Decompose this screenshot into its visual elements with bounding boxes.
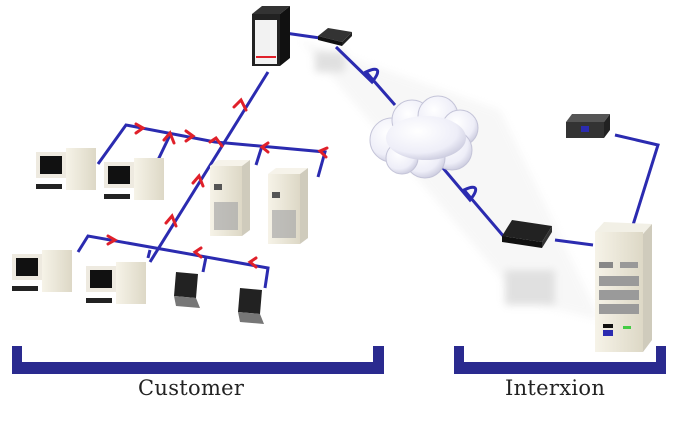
interxion-router-icon[interactable] <box>502 220 552 248</box>
server-2-icon[interactable] <box>268 168 308 244</box>
laptop-2-icon[interactable] <box>238 288 264 324</box>
arrow-icon <box>134 122 146 135</box>
router-icon[interactable] <box>318 28 352 46</box>
desktop-3-icon[interactable] <box>12 250 72 292</box>
links <box>76 31 660 289</box>
arrow-icon <box>317 146 329 159</box>
customer-bracket <box>12 346 384 374</box>
link-rack-router2 <box>614 133 660 226</box>
laptop-1-icon[interactable] <box>174 272 200 308</box>
arrow-icon <box>247 256 258 269</box>
arrow-icon <box>232 97 248 112</box>
interxion-bracket <box>454 346 666 374</box>
interxion-router-2-icon[interactable] <box>566 114 610 138</box>
link-server-1 <box>254 145 264 166</box>
link-backbone <box>148 71 270 263</box>
link-lower-lan <box>76 234 270 289</box>
arrow-icon <box>208 135 224 148</box>
arrow-icon <box>192 246 203 259</box>
internet-cloud-icon <box>369 95 479 179</box>
arrow-icon <box>184 129 196 143</box>
link-gateway-router <box>284 31 321 40</box>
interxion-label: Interxion <box>505 376 606 400</box>
customer-label: Customer <box>138 376 245 400</box>
link-laptop-1 <box>201 256 208 273</box>
server-1-icon[interactable] <box>210 160 250 236</box>
flow-arrows <box>106 97 329 269</box>
link-desktop-2 <box>156 134 172 161</box>
desktop-1-icon[interactable] <box>36 148 96 190</box>
arrow-icon <box>106 234 119 246</box>
link-desktop-4 <box>146 249 152 259</box>
arrow-icon <box>164 213 178 228</box>
desktop-2-icon[interactable] <box>104 158 164 200</box>
link-router-rack <box>554 238 594 247</box>
link-cloud-router <box>430 154 507 239</box>
interxion-rack-icon[interactable] <box>595 222 652 352</box>
shadows <box>300 40 600 320</box>
link-upper-lan <box>96 123 327 178</box>
desktop-4-icon[interactable] <box>86 262 146 304</box>
arrow-icon <box>162 130 176 145</box>
link-router-cloud <box>334 45 397 106</box>
gateway-server-icon[interactable] <box>252 6 290 66</box>
arrow-icon <box>259 141 270 154</box>
arrow-icon <box>191 173 205 188</box>
